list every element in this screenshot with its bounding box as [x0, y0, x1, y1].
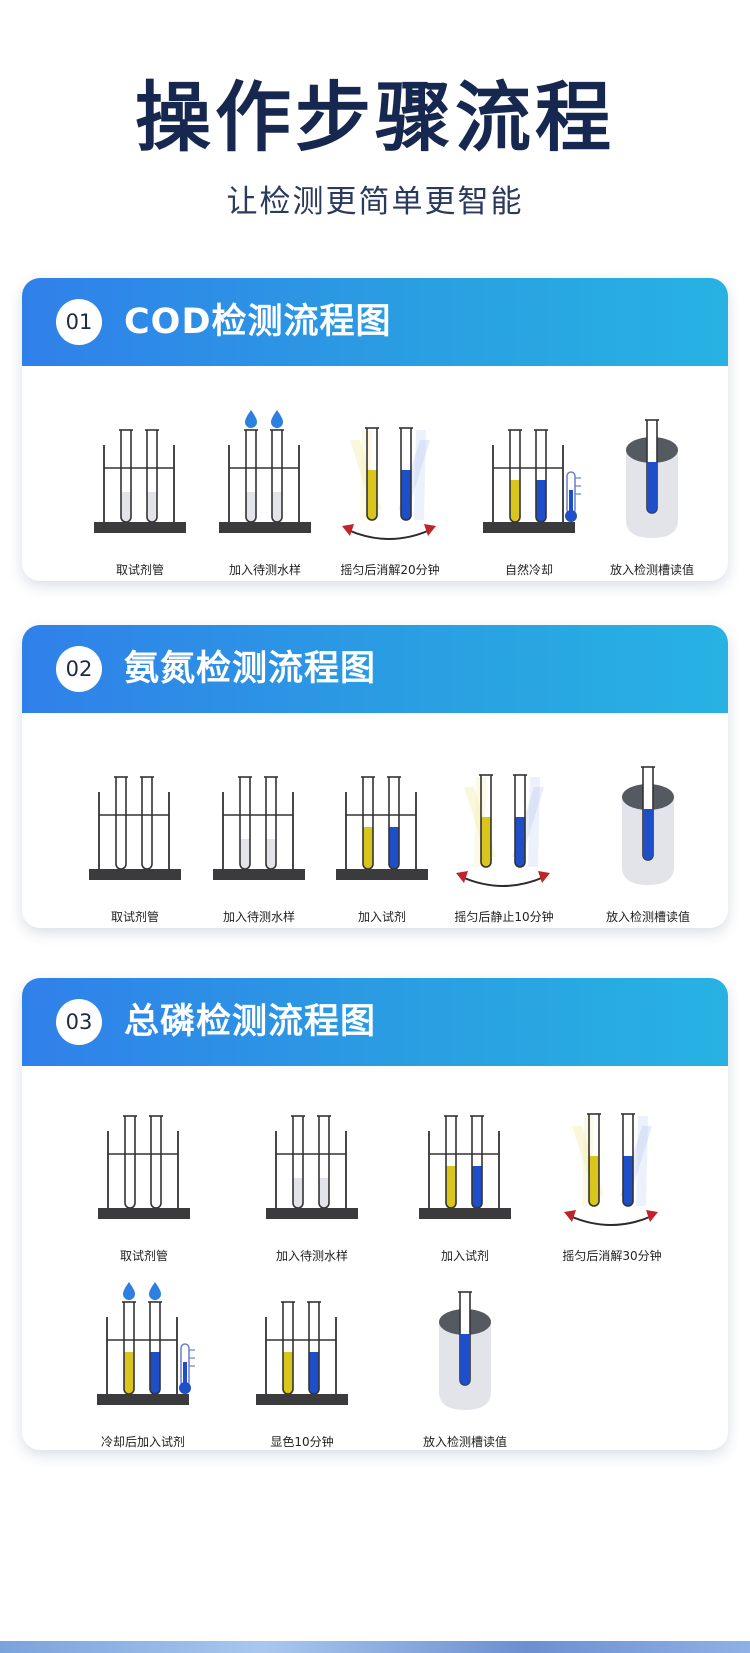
detection-slot-icon — [622, 766, 674, 885]
step-label: 摇匀后消解30分钟 — [562, 1249, 662, 1263]
step-label: 加入试剂 — [440, 1249, 489, 1263]
page-subtitle: 让检测更简单更智能 — [226, 184, 524, 220]
step-add-reagent: 加入试剂 — [312, 757, 452, 928]
color-develop-icon — [256, 1301, 348, 1405]
step-label: 加入待测水样 — [228, 563, 301, 577]
detection-slot-icon — [626, 419, 678, 538]
step-add-sample: 加入待测水样 — [195, 410, 335, 581]
step-add-sample: 加入待测水样 — [242, 1096, 382, 1286]
step-cool-add-reagent: 冷却后加入试剂 — [73, 1282, 213, 1450]
page-title: 操作步骤流程 — [135, 73, 615, 162]
step-cool: 自然冷却 — [459, 410, 599, 581]
cool-add-reagent-icon — [97, 1282, 195, 1405]
step-color-develop: 显色10分钟 — [232, 1282, 372, 1450]
reagent-tubes-icon — [419, 1115, 511, 1219]
section-card-cod: 01 COD检测流程图 取试剂管 加入待测水样 摇匀后消解20分钟 自然冷却 — [22, 278, 728, 581]
step-label: 加入试剂 — [357, 910, 406, 924]
bottom-decorative-strip — [0, 1641, 750, 1653]
shake-tubes-icon — [456, 774, 550, 887]
section-title: 总磷检测流程图 — [124, 1002, 377, 1042]
section-header: 01 COD检测流程图 — [22, 278, 728, 366]
section-number-badge: 03 — [56, 999, 102, 1045]
cooling-thermometer-icon — [483, 429, 581, 533]
step-label: 冷却后加入试剂 — [100, 1435, 185, 1449]
section-header: 02 氨氮检测流程图 — [22, 625, 728, 713]
water-sample-tubes-icon — [213, 776, 305, 880]
step-label: 加入待测水样 — [222, 910, 295, 924]
step-shake-digest: 摇匀后消解20分钟 — [320, 410, 460, 581]
step-add-sample: 加入待测水样 — [189, 757, 329, 928]
step-take-tubes: 取试剂管 — [65, 757, 205, 928]
reagent-tubes-icon — [336, 776, 428, 880]
test-tubes-in-rack-icon — [98, 1115, 190, 1219]
steps-row: 取试剂管 加入待测水样 摇匀后消解20分钟 自然冷却 放入检测槽读值 — [22, 388, 728, 581]
test-tubes-in-rack-icon — [89, 776, 181, 880]
section-number-badge: 02 — [56, 646, 102, 692]
shake-tubes-icon — [342, 427, 436, 540]
step-take-tubes: 取试剂管 — [74, 1096, 214, 1286]
step-label: 放入检测槽读值 — [605, 910, 690, 924]
step-shake-rest: 摇匀后静止10分钟 — [434, 757, 574, 928]
water-drops-into-tubes-icon — [219, 410, 311, 533]
steps-row: 取试剂管 加入待测水样 加入试剂 摇匀后消解30分钟 冷却后加入试剂 显色10分… — [22, 1088, 728, 1450]
step-label: 放入检测槽读值 — [609, 563, 694, 577]
shake-tubes-icon — [564, 1113, 658, 1226]
step-label: 自然冷却 — [504, 563, 553, 577]
step-label: 摇匀后消解20分钟 — [340, 563, 440, 577]
detection-slot-icon — [439, 1291, 491, 1410]
section-card-ammonia: 02 氨氮检测流程图 取试剂管 加入待测水样 加入试剂 摇匀后静止10分钟 — [22, 625, 728, 928]
test-tubes-in-rack-icon — [94, 429, 186, 533]
step-read-value: 放入检测槽读值 — [578, 757, 718, 928]
section-header: 03 总磷检测流程图 — [22, 978, 728, 1066]
step-shake-digest: 摇匀后消解30分钟 — [542, 1096, 682, 1286]
step-label: 取试剂管 — [119, 1249, 168, 1263]
section-title: COD检测流程图 — [124, 302, 392, 342]
section-title: 氨氮检测流程图 — [124, 649, 377, 689]
step-label: 加入待测水样 — [275, 1249, 348, 1263]
steps-row: 取试剂管 加入待测水样 加入试剂 摇匀后静止10分钟 放入检测槽读值 — [22, 735, 728, 928]
step-label: 摇匀后静止10分钟 — [454, 910, 554, 924]
step-label: 取试剂管 — [110, 910, 159, 924]
water-sample-tubes-icon — [266, 1115, 358, 1219]
section-card-phosphorus: 03 总磷检测流程图 取试剂管 加入待测水样 加入试剂 摇匀后消解30分钟 — [22, 978, 728, 1450]
section-number-badge: 01 — [56, 299, 102, 345]
step-add-reagent: 加入试剂 — [395, 1096, 535, 1286]
step-label: 显色10分钟 — [270, 1435, 334, 1449]
step-take-tubes: 取试剂管 — [70, 410, 210, 581]
step-label: 取试剂管 — [115, 563, 164, 577]
step-read-value: 放入检测槽读值 — [395, 1282, 535, 1450]
step-label: 放入检测槽读值 — [422, 1435, 507, 1449]
step-read-value: 放入检测槽读值 — [582, 410, 722, 581]
